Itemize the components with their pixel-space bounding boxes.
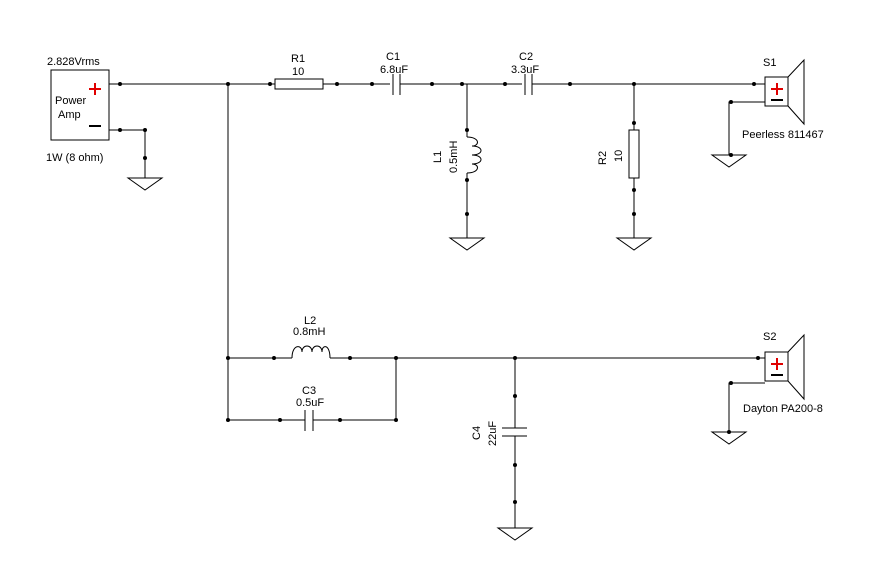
speaker-s2-cone	[787, 333, 805, 401]
junction-dot	[729, 100, 733, 104]
l1-value-label: 0.5mH	[448, 141, 460, 173]
junction-dot	[503, 82, 507, 86]
junction-dot	[226, 82, 230, 86]
c3-value-label: 0.5uF	[296, 397, 324, 409]
c2-value-label: 3.3uF	[511, 64, 539, 76]
s1-model-label: Peerless 811467	[742, 129, 824, 141]
speaker-s1-cone	[787, 58, 805, 126]
r2-ref-label: R2	[597, 151, 609, 165]
junction-dot	[756, 356, 760, 360]
junction-dot	[513, 463, 517, 467]
junction-dot	[729, 381, 733, 385]
junction-dot	[226, 418, 230, 422]
junction-dot	[394, 418, 398, 422]
amp-voltage-label: 2.828Vrms	[47, 56, 100, 68]
junction-dot	[335, 82, 339, 86]
speaker-s2: S2 Dayton PA200-8	[710, 331, 823, 445]
junction-dot	[143, 128, 147, 132]
capacitor-c3	[304, 410, 314, 431]
junction-dot	[278, 418, 282, 422]
power-amp-box	[50, 69, 110, 141]
junction-dot	[460, 82, 464, 86]
junction-dot	[394, 356, 398, 360]
capacitor-c1	[392, 74, 401, 95]
junction-dot	[268, 82, 272, 86]
ground-icon	[615, 237, 653, 251]
junction-dot	[632, 188, 636, 192]
ground-icon	[496, 527, 534, 541]
l2-value-label: 0.8mH	[293, 326, 325, 338]
c2-ref-label: C2	[519, 51, 533, 63]
junction-dot	[513, 394, 517, 398]
junction-dot	[632, 121, 636, 125]
l2-ref-label: L2	[304, 315, 316, 327]
ground-icon	[448, 237, 486, 251]
resistor-r1	[274, 78, 324, 90]
s1-ref-label: S1	[763, 57, 776, 69]
c4-value-label: 22uF	[487, 421, 499, 446]
r1-ref-label: R1	[291, 53, 305, 65]
c1-value-label: 6.8uF	[380, 64, 408, 76]
s2-model-label: Dayton PA200-8	[743, 403, 823, 415]
tweeter-branch: R1 10 C1 6.8uF C2 3.3uF L1 0.5mH R2	[109, 51, 765, 251]
c4-ref-label: C4	[471, 426, 483, 440]
inductor-l1	[466, 136, 482, 174]
junction-dot	[729, 153, 733, 157]
junction-dot	[143, 156, 147, 160]
amp-plus-icon	[89, 83, 101, 95]
c3-ref-label: C3	[302, 385, 316, 397]
junction-dot	[513, 500, 517, 504]
amp-name-line1: Power	[55, 95, 87, 107]
resistor-r2	[628, 129, 640, 179]
power-amp: 2.828Vrms Power Amp 1W (8 ohm)	[46, 56, 110, 164]
amp-name-line2: Amp	[58, 109, 81, 121]
junction-dot	[465, 128, 469, 132]
speaker-plus-icon	[771, 83, 783, 95]
junction-dot	[465, 178, 469, 182]
junction-dot	[465, 212, 469, 216]
junction-dots	[118, 82, 760, 504]
junction-dot	[118, 82, 122, 86]
junction-dot	[632, 82, 636, 86]
speaker-plus-icon	[771, 358, 783, 370]
junction-dot	[430, 82, 434, 86]
junction-dot	[118, 128, 122, 132]
junction-dot	[513, 356, 517, 360]
junction-dot	[370, 82, 374, 86]
junction-dot	[338, 418, 342, 422]
r2-value-label: 10	[613, 150, 625, 162]
capacitor-c4	[502, 427, 527, 437]
junction-dot	[568, 82, 572, 86]
woofer-branch: L2 0.8mH C3 0.5uF C4 22uF	[228, 315, 765, 541]
ground-icon	[126, 177, 164, 191]
l1-ref-label: L1	[432, 151, 444, 163]
capacitor-c2	[524, 74, 533, 95]
c1-ref-label: C1	[386, 51, 400, 63]
speaker-s1: S1 Peerless 811467	[710, 57, 824, 168]
inductor-l2	[291, 345, 331, 359]
junction-dot	[272, 356, 276, 360]
junction-dot	[752, 82, 756, 86]
junction-dot	[632, 212, 636, 216]
ground-icon	[710, 154, 748, 168]
junction-dot	[226, 356, 230, 360]
junction-dot	[727, 430, 731, 434]
amp-power-label: 1W (8 ohm)	[46, 152, 103, 164]
amp-ground-wire	[109, 129, 164, 191]
junction-dot	[348, 356, 352, 360]
r1-value-label: 10	[292, 66, 304, 78]
s2-ref-label: S2	[763, 331, 776, 343]
